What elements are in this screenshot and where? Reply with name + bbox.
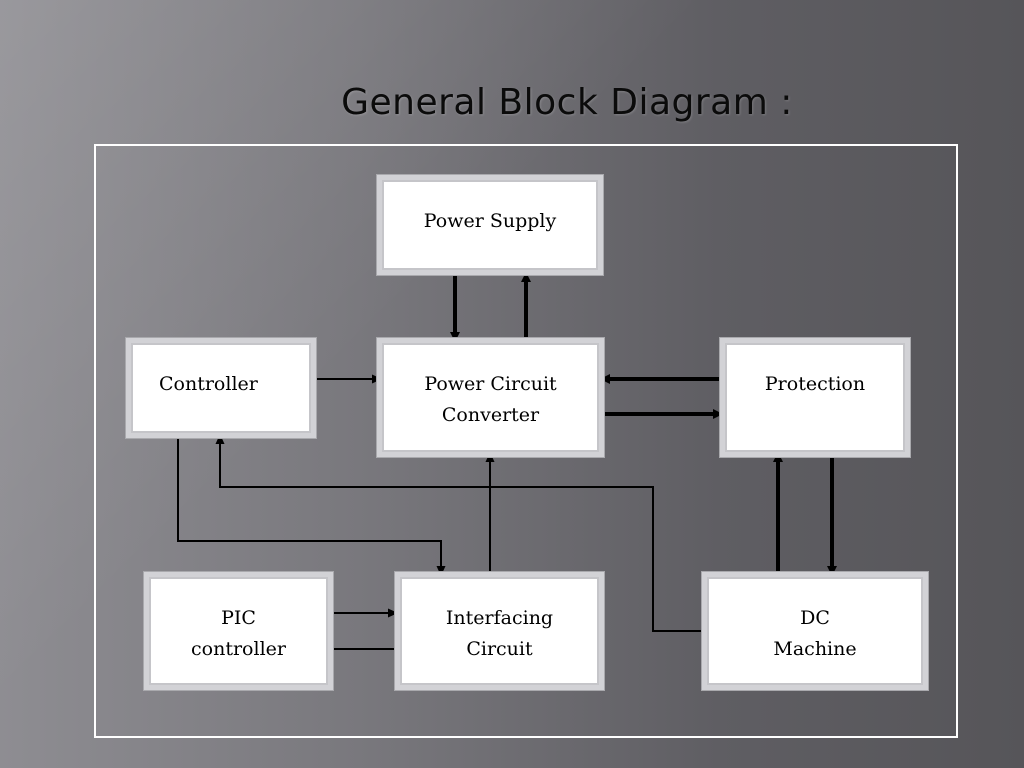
diagram-frame bbox=[94, 144, 958, 738]
pic-controller-block: PIC controller bbox=[144, 572, 333, 690]
slide-title-text: General Block Diagram : bbox=[341, 82, 793, 123]
controller-block: Controller bbox=[126, 338, 316, 438]
protection-label: Protection bbox=[764, 373, 866, 395]
protection-block: Protection bbox=[720, 338, 910, 457]
dc-machine-label: DC Machine bbox=[773, 607, 857, 660]
interfacing-circuit-label: Interfacing Circuit bbox=[445, 607, 554, 660]
power-supply-label: Power Supply bbox=[423, 210, 557, 232]
interfacing-circuit-block: Interfacing Circuit bbox=[395, 572, 604, 690]
power-supply-block: Power Supply bbox=[377, 175, 603, 275]
pic-controller-label: PIC controller bbox=[191, 607, 286, 660]
dc-machine-block: DC Machine bbox=[702, 572, 928, 690]
controller-label: Controller bbox=[159, 373, 258, 395]
power-circuit-converter-block: Power Circuit Converter bbox=[377, 338, 604, 457]
slide-title: General Block Diagram : bbox=[0, 82, 1024, 123]
power-circuit-converter-label: Power Circuit Converter bbox=[424, 373, 557, 426]
